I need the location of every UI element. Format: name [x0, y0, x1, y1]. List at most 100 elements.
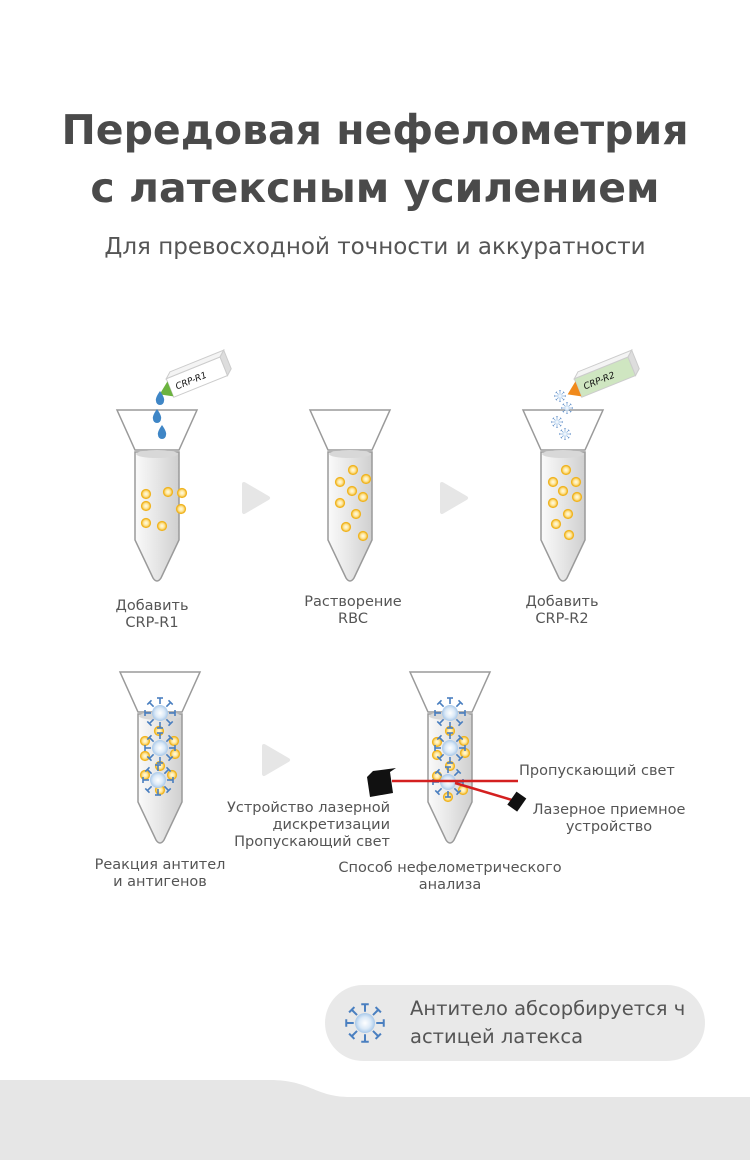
antibody-latex-complex	[434, 732, 466, 764]
latex-core	[442, 740, 458, 756]
antibody-stem	[455, 753, 462, 760]
antibody-arm	[569, 403, 572, 406]
receiver-label-line1: Лазерное приемное	[532, 802, 686, 818]
step-arrow-icon	[242, 482, 270, 514]
reagent-drop-icon	[157, 425, 167, 439]
reagent-drop-icon	[155, 391, 165, 405]
latex-core	[562, 431, 568, 437]
antibody-arm	[567, 429, 570, 432]
antibody-arm	[146, 699, 153, 706]
antibody-arm	[436, 734, 443, 741]
antibody-stem	[165, 701, 172, 708]
vial-side	[627, 348, 640, 377]
latex-particle	[350, 508, 362, 520]
latex-particle	[140, 500, 152, 512]
emitter-label-line2: дискретизации	[272, 817, 391, 833]
latex-core	[442, 705, 458, 721]
antibody-stem	[372, 1009, 379, 1016]
antibody-arm	[167, 734, 174, 741]
tube-rim	[329, 450, 371, 458]
method-label-line1: Способ нефелометрического	[338, 860, 562, 876]
latex-particle	[176, 487, 188, 499]
antibody-stem	[148, 718, 155, 725]
antibody-arm	[434, 768, 441, 775]
method-label-line2: анализа	[418, 877, 482, 893]
laser-receiver-icon	[507, 791, 527, 812]
latex-particle	[347, 464, 359, 476]
antibody-stem	[165, 718, 172, 725]
latex-particle	[550, 518, 562, 530]
antibody-arm	[569, 410, 572, 413]
latex-particle	[570, 476, 582, 488]
antibody-stem	[556, 398, 558, 400]
legend-text-line1: Антитело абсорбируется ч	[410, 997, 686, 1020]
step2-label-line2: RBC	[338, 611, 368, 627]
antibody-stem	[563, 404, 565, 406]
latex-particle	[175, 503, 187, 515]
antibody-arm	[167, 755, 174, 762]
latex-particle	[360, 473, 372, 485]
antibody-arm	[555, 391, 558, 394]
antibody-stem	[146, 785, 153, 792]
antibody-stem	[372, 1030, 379, 1037]
latex-particle	[563, 529, 575, 541]
antibody-arm	[559, 424, 562, 427]
antibody-latex-complex	[554, 390, 566, 402]
tube-step3	[521, 409, 605, 582]
latex-particle	[334, 497, 346, 509]
antibody-latex-complex	[144, 732, 176, 764]
tube-analysis	[408, 671, 492, 844]
antibody-arm	[455, 789, 462, 796]
antibody-stem	[559, 424, 561, 426]
antibody-latex-complex	[561, 402, 573, 414]
antibody-arm	[559, 417, 562, 420]
step-arrow-icon	[262, 744, 290, 776]
tube-rim	[542, 450, 584, 458]
latex-particle	[346, 485, 358, 497]
latex-particle	[140, 488, 152, 500]
antibody-arm	[165, 766, 172, 773]
antibody-arm	[436, 720, 443, 727]
antibody-arm	[144, 787, 151, 794]
antibody-arm	[374, 1006, 382, 1014]
antibody-latex-icon	[345, 1003, 385, 1043]
latex-particle	[139, 750, 151, 762]
antibody-arm	[434, 789, 441, 796]
tube-step2	[308, 409, 392, 582]
antibody-stem	[562, 398, 564, 400]
antibody-latex-complex	[345, 1003, 385, 1043]
antibody-stem	[562, 392, 564, 394]
latex-particle	[334, 476, 346, 488]
legend: Антитело абсорбируется ч астицей латекса	[325, 985, 705, 1061]
antibody-arm	[348, 1006, 356, 1014]
antibody-stem	[453, 787, 460, 794]
step3-label-line2: CRP-R2	[535, 611, 589, 627]
antibody-arm	[146, 755, 153, 762]
transmitted-light-label: Пропускающий свет	[519, 763, 675, 779]
antibody-latex-complex	[434, 697, 466, 729]
legend-text: Антитело абсорбируется ч астицей латекса	[410, 995, 685, 1051]
antibody-stem	[163, 768, 170, 775]
antibody-latex-complex	[144, 697, 176, 729]
antibody-stem	[455, 718, 462, 725]
antibody-arm	[562, 398, 565, 401]
latex-core	[355, 1013, 375, 1033]
antibody-arm	[567, 436, 570, 439]
latex-particle	[557, 485, 569, 497]
step2-label-line1: Растворение	[304, 594, 402, 610]
antibody-stem	[146, 768, 153, 775]
vial-nozzle	[567, 381, 582, 397]
page-title-line1: Передовая нефелометрия	[61, 106, 689, 154]
latex-core	[564, 405, 570, 411]
emitter-label-line3: Пропускающий свет	[234, 834, 390, 850]
antibody-arm	[552, 417, 555, 420]
latex-particle	[547, 476, 559, 488]
antibody-arm	[560, 436, 563, 439]
antibody-arm	[552, 424, 555, 427]
latex-core	[557, 393, 563, 399]
antibody-arm	[562, 391, 565, 394]
laser-emitter-icon	[367, 768, 396, 797]
antibody-arm	[457, 734, 464, 741]
emitter-label: Устройство лазерной дискретизации Пропус…	[200, 800, 390, 851]
